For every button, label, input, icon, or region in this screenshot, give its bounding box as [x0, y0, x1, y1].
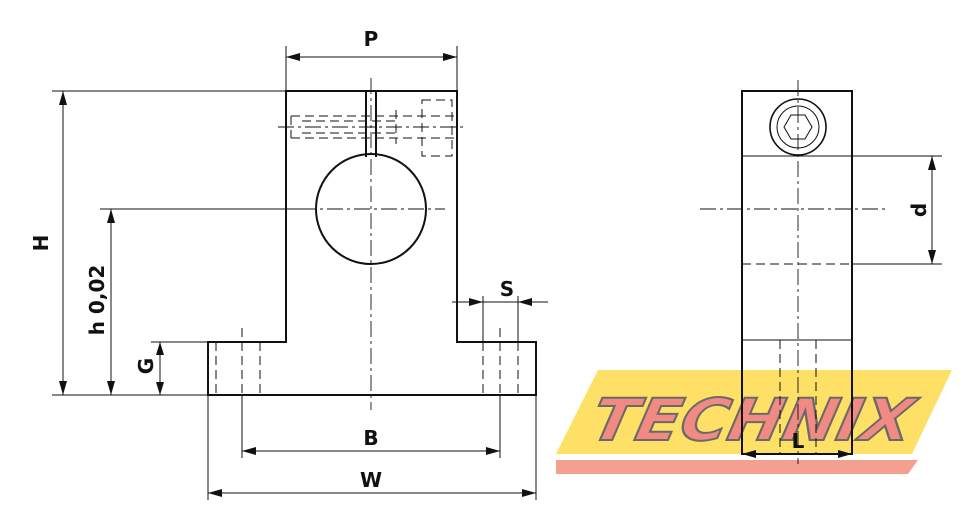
dim-label-S: S — [500, 277, 514, 301]
split-slot — [365, 91, 377, 157]
technix-logo: TECHNIX — [556, 370, 952, 474]
dimensions-side: d L — [742, 155, 942, 458]
dim-label-H: H — [29, 235, 53, 252]
dim-label-W: W — [360, 468, 382, 492]
base-holes-hidden — [215, 328, 519, 395]
dim-label-d: d — [907, 203, 931, 217]
dim-label-h: h 0,02 — [85, 265, 109, 336]
dim-label-L: L — [792, 429, 805, 453]
front-body-outline — [207, 90, 537, 396]
dim-label-G: G — [134, 358, 158, 374]
clamp-screw-hidden — [290, 99, 454, 157]
dimensions-front: P H h 0,02 G S B W — [29, 27, 548, 500]
dim-label-P: P — [364, 27, 379, 51]
front-view — [207, 78, 537, 410]
logo-text: TECHNIX — [586, 387, 923, 454]
logo-underline-band — [556, 460, 918, 474]
dim-label-B: B — [363, 426, 378, 450]
hex-socket-icon — [783, 114, 813, 140]
